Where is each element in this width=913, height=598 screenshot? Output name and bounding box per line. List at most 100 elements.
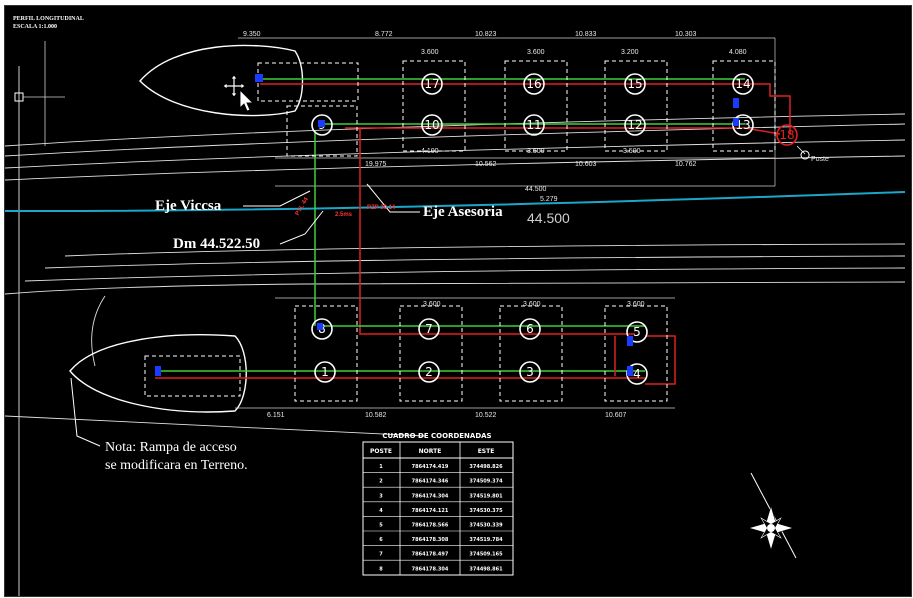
label-eje-asesoria: Eje Asesoria — [423, 204, 503, 220]
table-header-poste: POSTE — [370, 448, 392, 455]
red-tag-3: PZP 30 14 — [367, 205, 396, 211]
dim-bot-small-1: 3.600 — [423, 301, 441, 308]
post-18[interactable]: 18 — [776, 124, 798, 146]
post-1-label: 1 — [321, 365, 329, 379]
post-2[interactable]: 2 — [418, 361, 440, 383]
post-15-label: 15 — [627, 77, 642, 91]
table-cell: 374509.374 — [469, 479, 503, 485]
red-tag-1: PYL 44 — [295, 196, 310, 217]
dim-mid-4: 10.762 — [675, 161, 697, 168]
table-cell: 4 — [379, 508, 383, 514]
dim-lane-1: 44.500 — [525, 186, 547, 193]
table-cell: 7864174.121 — [412, 508, 449, 514]
dim-top-4: 10.833 — [575, 31, 597, 38]
move-cursor-icon — [222, 74, 255, 112]
post-16-label: 16 — [526, 77, 541, 91]
box-post-9[interactable] — [286, 105, 358, 157]
dim-mid-1: 19.975 — [365, 161, 387, 168]
post-2-label: 2 — [425, 365, 433, 379]
post-11[interactable]: 11 — [523, 114, 545, 136]
post-17[interactable]: 17 — [421, 73, 443, 95]
dim-top-2: 8.772 — [375, 31, 393, 38]
table-cell: 6 — [379, 537, 383, 543]
bottom-anchor-box[interactable] — [144, 355, 241, 397]
label-chainage: 44.500 — [527, 210, 570, 226]
road-alignments — [5, 113, 906, 437]
grip-markers[interactable] — [155, 74, 739, 376]
dim-mid-small-1: 4.100 — [421, 148, 439, 155]
post-7[interactable]: 7 — [418, 318, 440, 340]
dim-bot-small-3: 3.600 — [627, 301, 645, 308]
table-cell: 2 — [379, 479, 383, 485]
post-14[interactable]: 14 — [732, 73, 754, 95]
table-header-este: ESTE — [478, 448, 495, 455]
table-cell: 7864174.419 — [412, 464, 449, 470]
post-6-label: 6 — [526, 322, 534, 336]
post-3[interactable]: 3 — [519, 361, 541, 383]
dim-top-5: 10.303 — [675, 31, 697, 38]
cad-drawing[interactable]: PERFIL LONGITUDINAL ESCALA 1:1.000 9.350… — [5, 6, 911, 596]
table-header-norte: NORTE — [419, 448, 442, 455]
post-15[interactable]: 15 — [624, 73, 646, 95]
label-dm: Dm 44.522.50 — [173, 236, 260, 252]
table-cell: 7864178.308 — [412, 537, 449, 543]
dimension-lines — [235, 37, 776, 409]
post-10[interactable]: 10 — [421, 114, 443, 136]
cyan-alignment-line — [5, 191, 906, 213]
table-cell: 374509.165 — [469, 552, 503, 558]
table-cell: 374498.861 — [469, 566, 503, 572]
box-posts-7-2[interactable] — [399, 305, 463, 402]
post-18-label: 18 — [779, 128, 794, 142]
box-posts-8-1[interactable] — [294, 305, 358, 402]
table-cell: 7864178.566 — [412, 523, 449, 529]
cad-viewport[interactable]: PERFIL LONGITUDINAL ESCALA 1:1.000 9.350… — [4, 5, 912, 597]
dim-top-3: 10.823 — [475, 31, 497, 38]
box-posts-14-13[interactable] — [712, 60, 776, 152]
leader-lines — [70, 183, 420, 447]
post-12-label: 12 — [627, 118, 642, 132]
box-posts-16-11[interactable] — [504, 60, 568, 152]
bottom-island — [69, 334, 247, 413]
dim-mid-2: 10.562 — [475, 161, 497, 168]
title-line-1: PERFIL LONGITUDINAL — [13, 16, 84, 22]
nota-line-2: se modificara en Terreno. — [105, 458, 248, 473]
post-14-label: 14 — [735, 77, 750, 91]
dim-top-small-4: 4.080 — [729, 49, 747, 56]
table-title: CUADRO DE COORDENADAS — [382, 432, 491, 440]
dim-bot-2: 10.582 — [365, 412, 387, 419]
title-line-2: ESCALA 1:1.000 — [13, 24, 57, 30]
post-17-label: 17 — [424, 77, 439, 91]
table-cell: 5 — [379, 523, 383, 529]
dim-mid-small-3: 3.500 — [623, 148, 641, 155]
table-cell: 7864178.497 — [412, 552, 449, 558]
table-cell: 374498.826 — [469, 464, 503, 470]
table-cell: 374530.375 — [469, 508, 503, 514]
wiring — [155, 78, 791, 385]
table-cell: 8 — [379, 566, 383, 572]
box-posts-17-10[interactable] — [402, 60, 466, 152]
box-posts-15-12[interactable] — [604, 60, 668, 152]
nota-line-1: Nota: Rampa de acceso — [105, 440, 237, 455]
post-10-label: 10 — [424, 118, 439, 132]
post-3-label: 3 — [526, 365, 534, 379]
post-12[interactable]: 12 — [624, 114, 646, 136]
post-7-label: 7 — [425, 322, 433, 336]
north-arrow-compass-icon — [747, 472, 797, 559]
post-16[interactable]: 16 — [523, 73, 545, 95]
table-cell: 374519.784 — [469, 537, 503, 543]
coordinates-table: CUADRO DE COORDENADAS POSTE NORTE ESTE 1… — [362, 432, 514, 576]
top-island — [139, 44, 304, 117]
dim-bot-1: 6.151 — [267, 412, 285, 419]
box-posts-5-4[interactable] — [604, 305, 668, 402]
dim-lane-2: 5.279 — [540, 196, 558, 203]
box-posts-6-3[interactable] — [499, 305, 563, 402]
table-cell: 374519.801 — [469, 493, 503, 499]
top-anchor-box[interactable] — [257, 62, 359, 102]
post-5[interactable]: 5 — [626, 321, 648, 343]
post-5-label: 5 — [633, 325, 641, 339]
dim-top-1: 9.350 — [243, 31, 261, 38]
table-cell: 7864174.304 — [412, 493, 449, 499]
post-6[interactable]: 6 — [519, 318, 541, 340]
label-eje-viccsa: Eje Viccsa — [155, 198, 222, 214]
post-1[interactable]: 1 — [314, 361, 336, 383]
